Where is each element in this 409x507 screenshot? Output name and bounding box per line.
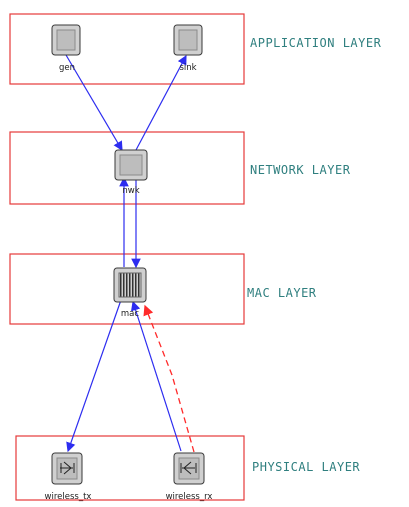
nwk-module[interactable]: nwk (114, 149, 148, 196)
wireless-tx-module[interactable]: wireless_tx (45, 452, 92, 502)
mac-label: mac (121, 309, 139, 319)
mac-module[interactable]: mac (113, 267, 147, 319)
wireless-rx-label: wireless_rx (166, 492, 213, 502)
mac-layer-label: MAC LAYER (247, 286, 317, 300)
wireless-rx-module[interactable]: wireless_rx (166, 452, 213, 502)
mac-to-wireless-tx-link[interactable] (66, 299, 122, 453)
gen-label: gen (59, 63, 75, 73)
gen-module[interactable]: gen (51, 24, 81, 73)
application-layer-box (9, 13, 245, 85)
nwk-label: nwk (122, 186, 139, 196)
physical-layer-box (15, 435, 245, 501)
gen-to-nwk-link[interactable] (65, 54, 123, 152)
antenna-rx-icon (180, 461, 197, 475)
network-layer-label: NETWORK LAYER (250, 163, 351, 177)
sink-label: sink (179, 63, 196, 73)
wireless-rx-to-mac-link[interactable] (131, 300, 182, 452)
wireless-tx-label: wireless_tx (45, 492, 92, 502)
sink-module[interactable]: sink (173, 24, 203, 73)
wireless-rx-control-link[interactable] (143, 304, 195, 453)
antenna-tx-icon (60, 461, 75, 475)
application-layer-label: APPLICATION LAYER (250, 36, 382, 50)
physical-layer-label: PHYSICAL LAYER (252, 460, 360, 474)
nwk-to-sink-link[interactable] (135, 54, 187, 151)
